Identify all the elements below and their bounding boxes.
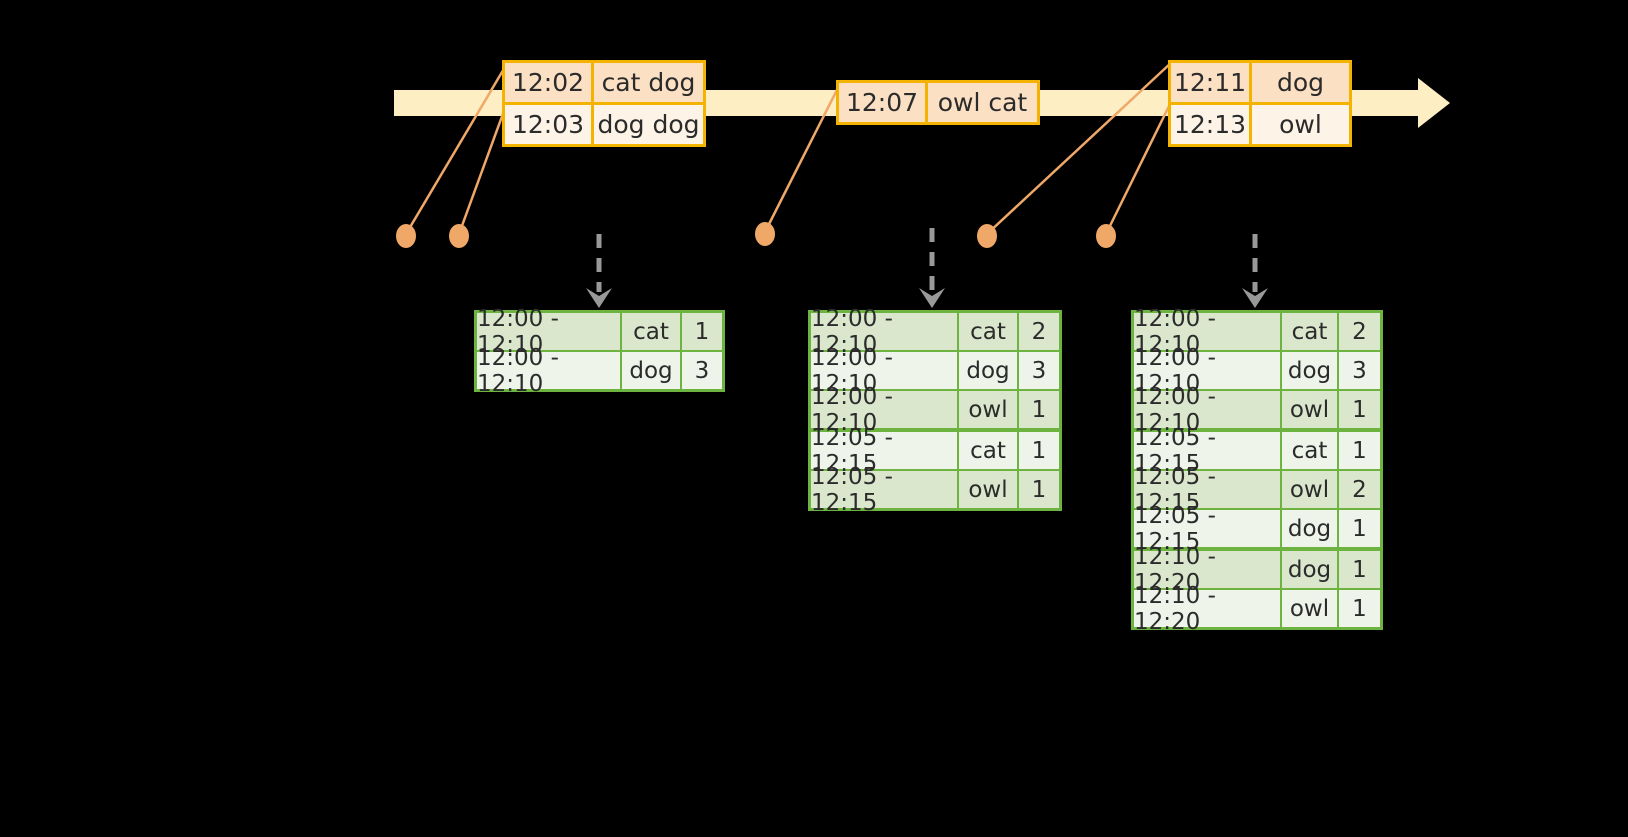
count-cell: 3 — [680, 352, 722, 389]
key-cell: dog — [620, 352, 680, 389]
count-cell: 2 — [1337, 313, 1380, 350]
key-cell: owl — [957, 391, 1017, 428]
connector-1211-dot — [977, 224, 997, 248]
key-cell: cat — [620, 313, 680, 350]
key-cell: dog — [1280, 510, 1337, 547]
event-words: cat dog — [591, 63, 703, 102]
key-cell: cat — [1280, 313, 1337, 350]
window-cell: 12:05 - 12:15 — [811, 464, 957, 516]
connector-1202 — [404, 61, 510, 235]
window-cell: 12:00 - 12:10 — [811, 384, 957, 436]
window-cell: 12:05 - 12:15 — [1134, 503, 1280, 555]
key-cell: dog — [1280, 352, 1337, 389]
key-cell: dog — [1280, 551, 1337, 588]
key-cell: owl — [1280, 471, 1337, 508]
key-cell: cat — [1280, 432, 1337, 469]
event-words: dog — [1249, 63, 1349, 102]
count-cell: 3 — [1337, 352, 1380, 389]
key-cell: owl — [1280, 391, 1337, 428]
count-cell: 1 — [1337, 590, 1380, 627]
connector-1207-dot — [755, 222, 775, 246]
event-time: 12:11 — [1171, 63, 1249, 102]
key-cell: owl — [1280, 590, 1337, 627]
connector-1213-dot — [1096, 224, 1116, 248]
count-cell: 1 — [1337, 391, 1380, 428]
key-cell: cat — [957, 313, 1017, 350]
window-cell: 12:10 - 12:20 — [1134, 583, 1280, 635]
count-cell: 1 — [1337, 551, 1380, 588]
count-cell: 1 — [1017, 432, 1059, 469]
event-time: 12:13 — [1171, 105, 1249, 144]
count-cell: 1 — [1017, 471, 1059, 508]
event-time: 12:02 — [505, 63, 591, 102]
connector-1202-dot — [396, 224, 416, 248]
window-cell: 12:00 - 12:10 — [1134, 384, 1280, 436]
event-time: 12:07 — [839, 83, 925, 122]
count-cell: 3 — [1017, 352, 1059, 389]
event-words: dog dog — [591, 105, 703, 144]
connector-1203-dot — [449, 224, 469, 248]
timeline-arrowhead-icon — [1418, 78, 1450, 128]
count-cell: 1 — [1337, 432, 1380, 469]
key-cell: owl — [957, 471, 1017, 508]
count-cell: 2 — [1337, 471, 1380, 508]
key-cell: dog — [957, 352, 1017, 389]
count-cell: 1 — [1337, 510, 1380, 547]
connector-1203 — [457, 99, 510, 235]
window-cell: 12:00 - 12:10 — [1134, 306, 1280, 358]
event-time: 12:03 — [505, 105, 591, 144]
count-cell: 1 — [680, 313, 722, 350]
connector-1213 — [1104, 99, 1174, 235]
count-cell: 2 — [1017, 313, 1059, 350]
event-words: owl cat — [925, 83, 1037, 122]
count-cell: 1 — [1017, 391, 1059, 428]
key-cell: cat — [957, 432, 1017, 469]
event-words: owl — [1249, 105, 1349, 144]
window-cell: 12:00 - 12:10 — [477, 345, 620, 397]
